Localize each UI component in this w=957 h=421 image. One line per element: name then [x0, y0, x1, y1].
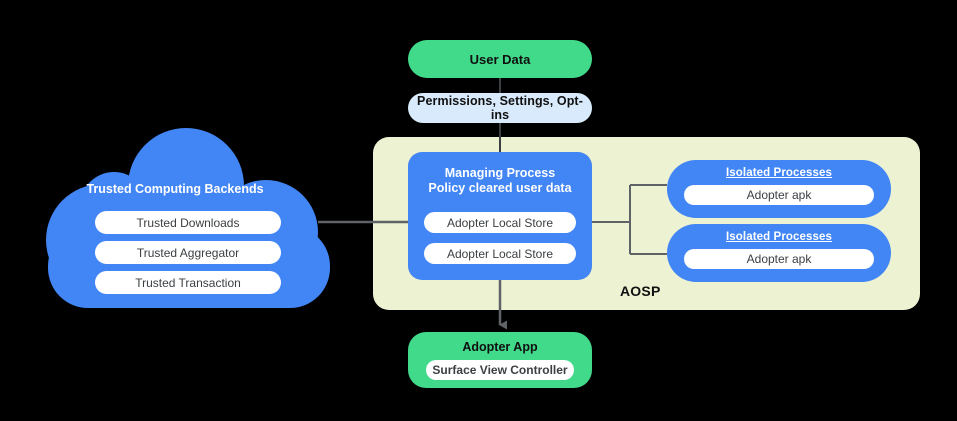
user-data-node[interactable]: User Data	[408, 40, 592, 78]
managing-process-title-line1: Managing Process	[444, 166, 556, 180]
aosp-label: AOSP	[620, 283, 661, 299]
isolated-process-node-2[interactable]: Isolated Processes Adopter apk	[667, 224, 891, 282]
adopter-local-store-2[interactable]: Adopter Local Store	[424, 243, 576, 264]
adopter-apk-2[interactable]: Adopter apk	[684, 249, 874, 269]
surface-view-controller[interactable]: Surface View Controller	[426, 360, 574, 380]
cloud-service-trusted-transaction[interactable]: Trusted Transaction	[95, 271, 281, 294]
isolated-process-title-1: Isolated Processes	[726, 167, 832, 179]
adopter-app-node[interactable]: Adopter App Surface View Controller	[408, 332, 592, 388]
managing-process-node[interactable]: Managing Process Policy cleared user dat…	[408, 152, 592, 280]
permissions-settings-optins-node[interactable]: Permissions, Settings, Opt-ins	[408, 93, 592, 123]
cloud-content: Trusted Computing Backends Trusted Downl…	[40, 128, 350, 308]
adopter-app-title: Adopter App	[462, 340, 538, 354]
adopter-apk-1[interactable]: Adopter apk	[684, 185, 874, 205]
adopter-local-store-1[interactable]: Adopter Local Store	[424, 212, 576, 233]
isolated-process-title-2: Isolated Processes	[726, 231, 832, 243]
cloud-service-trusted-downloads[interactable]: Trusted Downloads	[95, 211, 281, 234]
trusted-computing-backends-cloud: Trusted Computing Backends Trusted Downl…	[40, 128, 350, 308]
cloud-title: Trusted Computing Backends	[86, 182, 264, 196]
isolated-process-node-1[interactable]: Isolated Processes Adopter apk	[667, 160, 891, 218]
cloud-service-trusted-aggregator[interactable]: Trusted Aggregator	[95, 241, 281, 264]
managing-process-title-line2: Policy cleared user data	[428, 181, 572, 195]
